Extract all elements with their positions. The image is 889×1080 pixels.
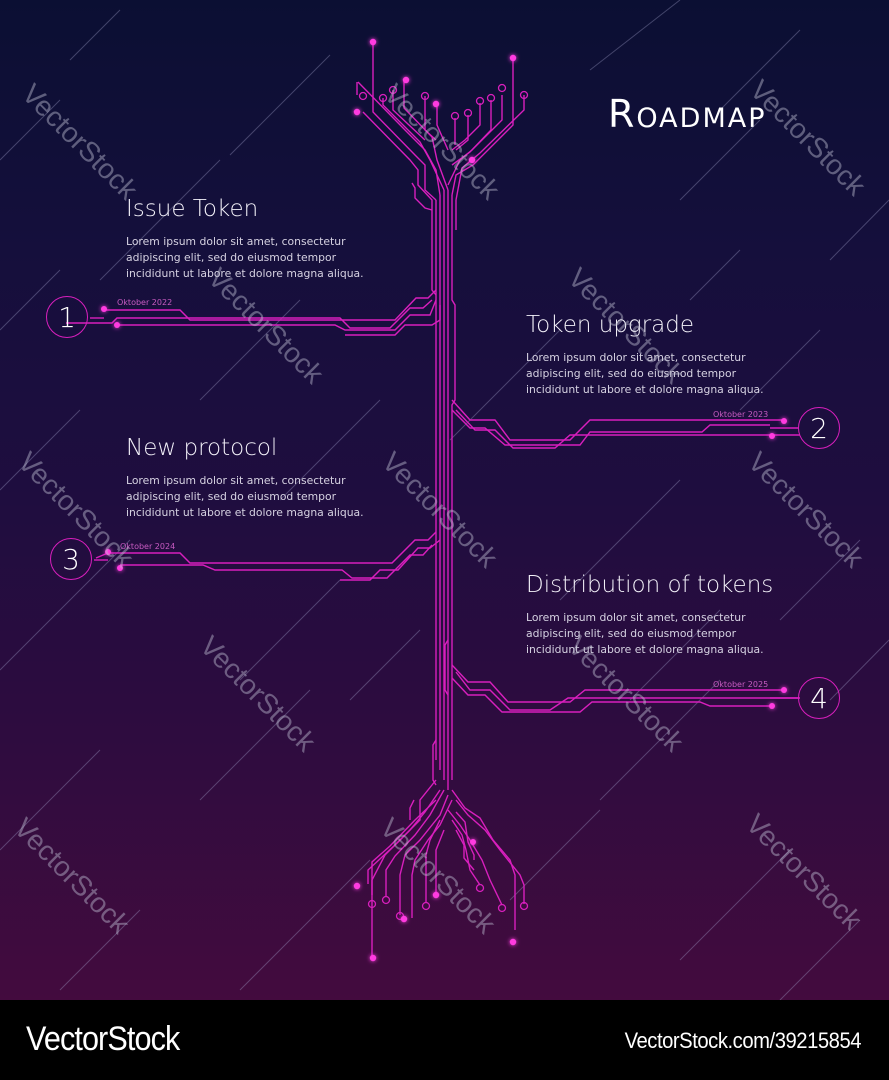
page-title: Roadmap — [608, 92, 767, 136]
milestone-description: Lorem ipsum dolor sit amet, consectetur … — [526, 351, 764, 396]
milestone-date: Oktober 2025 — [713, 680, 769, 689]
milestone-description: Lorem ipsum dolor sit amet, consectetur … — [126, 235, 364, 280]
milestone-title: Issue Token — [126, 196, 259, 222]
milestone-number-badge: 2 — [798, 407, 840, 449]
milestone-number-badge: 4 — [798, 677, 840, 719]
milestone-1: Issue Token Lorem ipsum dolor sit amet, … — [126, 196, 386, 282]
milestone-title: Distribution of tokens — [526, 572, 774, 598]
milestone-number-badge: 1 — [46, 296, 88, 338]
milestone-4: Distribution of tokens Lorem ipsum dolor… — [526, 572, 786, 658]
milestone-2: Token upgrade Lorem ipsum dolor sit amet… — [526, 312, 786, 398]
milestone-description: Lorem ipsum dolor sit amet, consectetur … — [126, 474, 364, 519]
milestone-description: Lorem ipsum dolor sit amet, consectetur … — [526, 611, 764, 656]
milestone-number-badge: 3 — [50, 538, 92, 580]
footer-bar: VectorStock VectorStock.com/39215854 — [0, 1000, 889, 1080]
roadmap-canvas: Roadmap Issue Token Lorem ipsum dolor si… — [0, 0, 889, 1000]
milestone-3: New protocol Lorem ipsum dolor sit amet,… — [126, 435, 386, 521]
milestone-date: Oktober 2022 — [117, 298, 173, 307]
milestone-title: New protocol — [126, 435, 278, 461]
milestone-title: Token upgrade — [526, 312, 695, 338]
footer-brand-logo: VectorStock — [26, 1020, 180, 1058]
milestone-date: Oktober 2023 — [713, 410, 769, 419]
milestone-date: Oktober 2024 — [120, 542, 176, 551]
circuit-tree-icon — [66, 38, 800, 962]
footer-image-id: VectorStock.com/39215854 — [624, 1028, 862, 1053]
